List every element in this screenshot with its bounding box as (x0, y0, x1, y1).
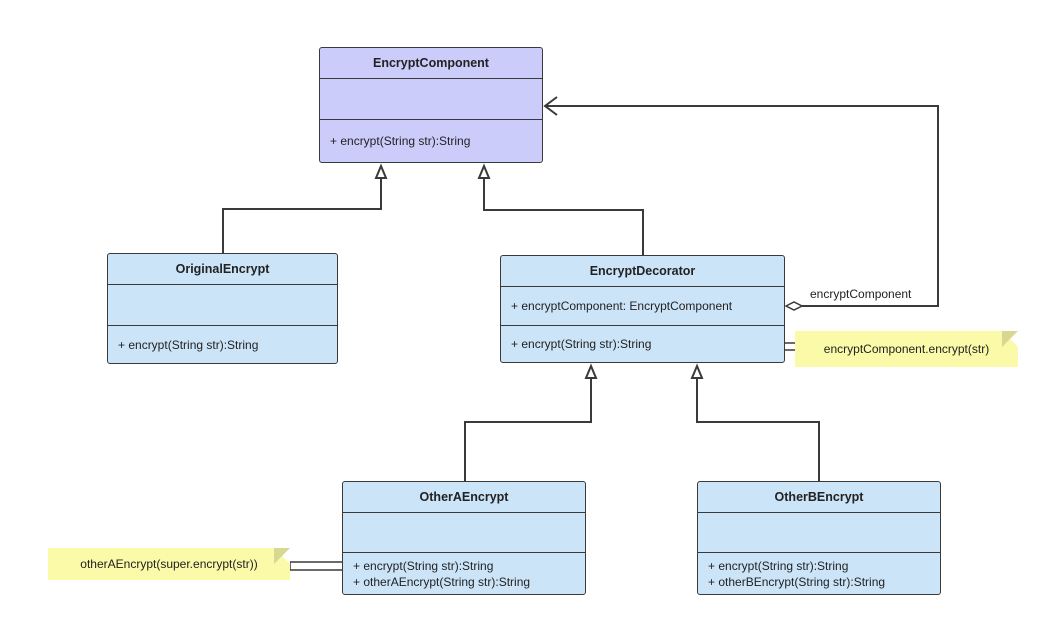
generalization-arrowhead (690, 363, 704, 379)
attributes-compartment (698, 513, 940, 553)
operation: + encrypt(String str):String (353, 558, 494, 573)
operation: + encrypt(String str):String (708, 558, 849, 573)
attributes-compartment (343, 513, 585, 553)
class-encrypt-decorator[interactable]: EncryptDecorator + encryptComponent: Enc… (500, 255, 785, 363)
note-decorator[interactable]: encryptComponent.encrypt(str) (795, 331, 1018, 367)
generalization-decorator-to-component (483, 178, 644, 256)
attributes-compartment (108, 285, 337, 326)
operation: + encrypt(String str):String (330, 134, 471, 148)
attributes-compartment (320, 79, 542, 120)
class-name: OtherBEncrypt (698, 482, 940, 513)
class-name: EncryptDecorator (501, 256, 784, 287)
association-role-label: encryptComponent (810, 287, 912, 301)
generalization-othera-to-decorator (464, 378, 592, 482)
operations-compartment: + encrypt(String str):String (501, 326, 784, 362)
class-other-b-encrypt[interactable]: OtherBEncrypt + encrypt(String str):Stri… (697, 481, 941, 595)
generalization-otherb-to-decorator (696, 378, 820, 482)
operation: + encrypt(String str):String (118, 337, 259, 352)
generalization-arrowhead (374, 163, 388, 179)
generalization-arrowhead (584, 363, 598, 379)
note-fold-icon (274, 548, 290, 564)
class-other-a-encrypt[interactable]: OtherAEncrypt + encrypt(String str):Stri… (342, 481, 586, 595)
class-original-encrypt[interactable]: OriginalEncrypt + encrypt(String str):St… (107, 253, 338, 364)
class-name: OriginalEncrypt (108, 254, 337, 285)
aggregation-open-arrowhead (543, 96, 558, 116)
note-other-a[interactable]: otherAEncrypt(super.encrypt(str)) (48, 548, 290, 580)
attribute: + encryptComponent: EncryptComponent (511, 299, 733, 313)
note-fold-icon (1002, 331, 1018, 347)
operation: + otherAEncrypt(String str):String (353, 574, 531, 589)
aggregation-diamond (784, 301, 804, 311)
generalization-original-to-component (222, 178, 382, 254)
operations-compartment: + encrypt(String str):String (320, 120, 542, 162)
class-name: EncryptComponent (320, 48, 542, 79)
operations-compartment: + encrypt(String str):String + otherBEnc… (698, 553, 940, 594)
note-text: encryptComponent.encrypt(str) (823, 342, 990, 356)
class-encrypt-component[interactable]: EncryptComponent + encrypt(String str):S… (319, 47, 543, 163)
operation: + encrypt(String str):String (511, 337, 652, 351)
aggregation-line (545, 105, 939, 307)
operations-compartment: + encrypt(String str):String (108, 326, 337, 363)
attributes-compartment: + encryptComponent: EncryptComponent (501, 287, 784, 326)
generalization-arrowhead (477, 163, 491, 179)
operations-compartment: + encrypt(String str):String + otherAEnc… (343, 553, 585, 594)
class-name: OtherAEncrypt (343, 482, 585, 513)
note-text: otherAEncrypt(super.encrypt(str)) (80, 557, 258, 571)
operation: + otherBEncrypt(String str):String (708, 574, 886, 589)
